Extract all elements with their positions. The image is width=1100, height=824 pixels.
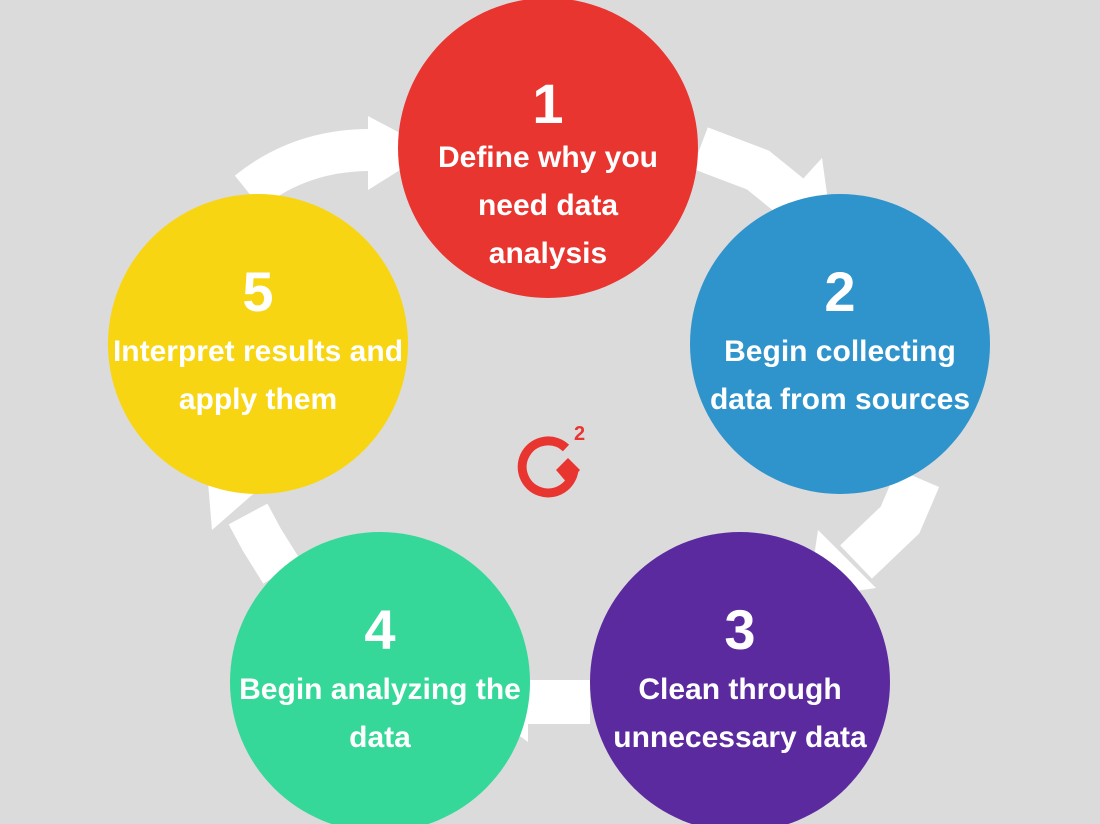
step-4-label: Begin analyzing the data — [239, 673, 521, 754]
step-3-label: Clean through unnecessary data — [613, 673, 867, 754]
svg-text:2: 2 — [574, 423, 585, 445]
step-5-number: 5 — [242, 260, 274, 323]
step-5-circle: 5 Interpret results and apply them — [108, 194, 408, 494]
step-2-label: Begin collecting data from sources — [709, 335, 971, 416]
step-1-circle: 1 Define why you need data analysis — [398, 0, 698, 298]
step-4-circle: 4 Begin analyzing the data — [230, 532, 530, 824]
step-2-number: 2 — [824, 260, 856, 323]
step-4-number: 4 — [364, 598, 396, 661]
step-2-circle: 2 Begin collecting data from sources — [690, 194, 990, 494]
step-1-number: 1 — [532, 72, 564, 135]
step-5-label: Interpret results and apply them — [112, 335, 404, 416]
step-3-number: 3 — [724, 598, 756, 661]
step-3-circle: 3 Clean through unnecessary data — [590, 532, 890, 824]
step-1-label: Define why you need data analysis — [437, 141, 659, 270]
g2-logo: 2 — [517, 423, 585, 498]
